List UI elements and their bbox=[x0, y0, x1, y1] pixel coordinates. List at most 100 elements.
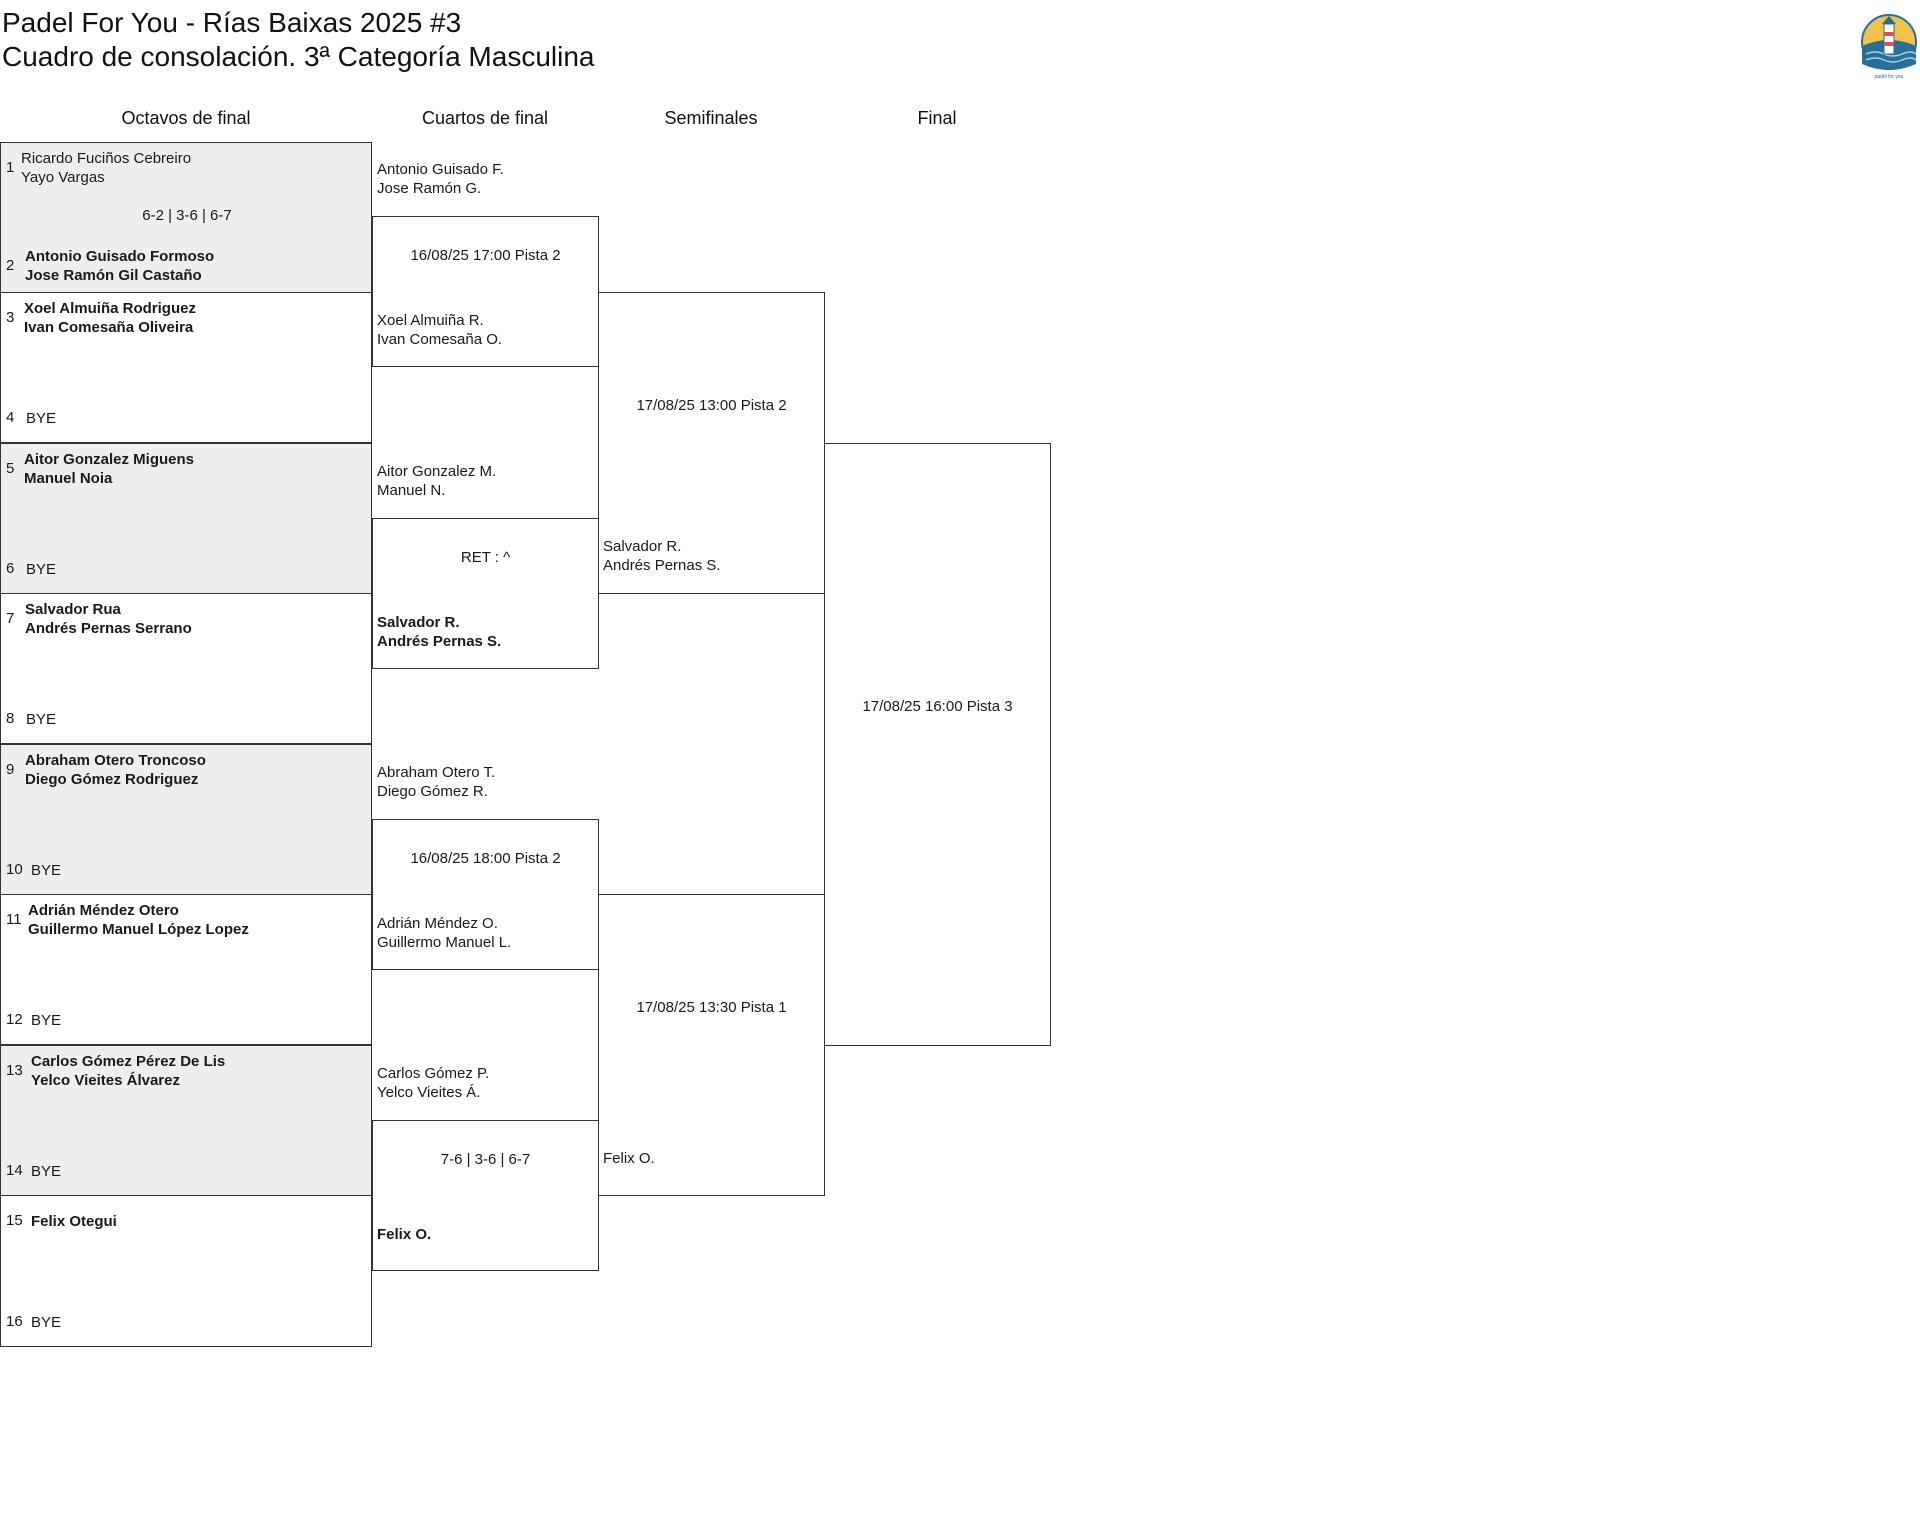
seed-number: 14 bbox=[6, 1162, 23, 1179]
player-name: Guillermo Manuel L. bbox=[377, 934, 512, 951]
sf-team-bottom: Salvador R. Andrés Pernas S. bbox=[603, 537, 721, 575]
octavos-match-2: 3 Xoel Almuiña Rodriguez Ivan Comesaña O… bbox=[0, 292, 372, 443]
round-header-cuartos: Cuartos de final bbox=[421, 108, 549, 128]
seed-number: 10 bbox=[6, 861, 23, 878]
team-top: Adrián Méndez Otero Guillermo Manuel Lóp… bbox=[28, 901, 249, 939]
qf-team-bottom: Xoel Almuiña R. Ivan Comesaña O. bbox=[377, 311, 502, 349]
player-name: Manuel Noia bbox=[24, 470, 113, 487]
player-name: Antonio Guisado Formoso bbox=[25, 248, 215, 265]
qf-team-top: Abraham Otero T. Diego Gómez R. bbox=[377, 763, 495, 801]
team-bottom: BYE bbox=[31, 1163, 62, 1180]
player-name: Xoel Almuiña Rodriguez bbox=[24, 300, 196, 317]
player-name: Aitor Gonzalez M. bbox=[377, 463, 497, 480]
player-name: Salvador R. bbox=[603, 538, 682, 555]
player-name: Salvador R. bbox=[377, 614, 460, 631]
team-bottom: BYE bbox=[31, 1314, 62, 1331]
seed-number: 2 bbox=[6, 257, 15, 274]
seed-number: 8 bbox=[6, 710, 15, 727]
qf-team-bottom: Felix O. bbox=[377, 1226, 432, 1243]
team-top: Ricardo Fuciños Cebreiro Yayo Vargas bbox=[21, 149, 191, 187]
seed-number: 12 bbox=[6, 1011, 23, 1028]
team-top: Felix Otegui bbox=[31, 1213, 117, 1230]
octavos-match-8: 15 Felix Otegui 16 BYE bbox=[0, 1195, 372, 1347]
seed-number: 9 bbox=[6, 761, 15, 778]
player-name: Xoel Almuiña R. bbox=[377, 312, 484, 329]
player-name: Abraham Otero T. bbox=[377, 764, 496, 781]
round-header-semifinales: Semifinales bbox=[664, 108, 758, 128]
team-bottom: BYE bbox=[31, 862, 62, 879]
seed-number: 13 bbox=[6, 1062, 23, 1079]
team-bottom: BYE bbox=[26, 410, 57, 427]
qf-team-bottom: Salvador R. Andrés Pernas S. bbox=[377, 613, 501, 651]
player-name: Diego Gómez Rodriguez bbox=[25, 771, 199, 788]
match-schedule: 17/08/25 13:00 Pista 2 bbox=[636, 397, 787, 414]
player-name: Ivan Comesaña O. bbox=[377, 331, 503, 348]
qf-team-top: Aitor Gonzalez M. Manuel N. bbox=[377, 462, 496, 500]
player-name: Andrés Pernas Serrano bbox=[25, 620, 192, 637]
octavos-match-7: 13 Carlos Gómez Pérez De Lis Yelco Vieit… bbox=[0, 1045, 372, 1196]
player-name: Carlos Gómez P. bbox=[377, 1065, 490, 1082]
player-name: Manuel N. bbox=[377, 482, 446, 499]
semifinal-match-1: 17/08/25 13:00 Pista 2 Salvador R. André… bbox=[598, 292, 825, 594]
player-name: Andrés Pernas S. bbox=[377, 633, 502, 650]
lighthouse-logo-icon: padel for you bbox=[1861, 14, 1917, 80]
seed-number: 5 bbox=[6, 460, 15, 477]
page-subtitle: Cuadro de consolación. 3ª Categoría Masc… bbox=[2, 41, 595, 72]
octavos-match-6: 11 Adrián Méndez Otero Guillermo Manuel … bbox=[0, 894, 372, 1045]
cuartos-match-1: 16/08/25 17:00 Pista 2 Xoel Almuiña R. I… bbox=[372, 216, 599, 367]
seed-number: 15 bbox=[6, 1212, 23, 1229]
player-name: Abraham Otero Troncoso bbox=[25, 752, 206, 769]
match-result: RET : ^ bbox=[460, 549, 511, 566]
team-top: Carlos Gómez Pérez De Lis Yelco Vieites … bbox=[31, 1052, 225, 1090]
sf-team-bottom: Felix O. bbox=[603, 1150, 655, 1167]
player-name: Salvador Rua bbox=[25, 601, 121, 618]
round-header-octavos: Octavos de final bbox=[121, 108, 251, 128]
cuartos-match-2: RET : ^ Salvador R. Andrés Pernas S. bbox=[372, 518, 599, 669]
octavos-match-5: 9 Abraham Otero Troncoso Diego Gómez Rod… bbox=[0, 744, 372, 895]
team-bottom: Antonio Guisado Formoso Jose Ramón Gil C… bbox=[25, 247, 214, 285]
octavos-match-3: 5 Aitor Gonzalez Miguens Manuel Noia 6 B… bbox=[0, 443, 372, 594]
player-name: Guillermo Manuel López Lopez bbox=[28, 921, 249, 938]
cuartos-match-4: 7-6 | 3-6 | 6-7 Felix O. bbox=[372, 1120, 599, 1271]
player-name: Yelco Vieites Álvarez bbox=[31, 1072, 180, 1089]
match-schedule: 16/08/25 18:00 Pista 2 bbox=[410, 850, 561, 867]
qf-team-top: Antonio Guisado F. Jose Ramón G. bbox=[377, 160, 504, 198]
qf-team-top: Carlos Gómez P. Yelco Vieites Á. bbox=[377, 1064, 489, 1102]
player-name: Jose Ramón G. bbox=[377, 180, 482, 197]
seed-number: 3 bbox=[6, 309, 15, 326]
player-name: Ivan Comesaña Oliveira bbox=[24, 319, 194, 336]
team-top: Abraham Otero Troncoso Diego Gómez Rodri… bbox=[25, 751, 206, 789]
match-schedule: 16/08/25 17:00 Pista 2 bbox=[410, 247, 561, 264]
seed-number: 11 bbox=[6, 911, 22, 928]
match-score: 6-2 | 3-6 | 6-7 bbox=[142, 207, 232, 224]
player-name: Aitor Gonzalez Miguens bbox=[24, 451, 195, 468]
team-bottom: BYE bbox=[26, 561, 57, 578]
final-match: 17/08/25 16:00 Pista 3 bbox=[824, 443, 1051, 1046]
seed-number: 1 bbox=[6, 159, 15, 176]
player-name: Ricardo Fuciños Cebreiro bbox=[21, 150, 192, 167]
team-top: Aitor Gonzalez Miguens Manuel Noia bbox=[24, 450, 194, 488]
round-header-final: Final bbox=[917, 108, 957, 128]
team-bottom: BYE bbox=[26, 711, 57, 728]
match-score: 7-6 | 3-6 | 6-7 bbox=[440, 1151, 531, 1168]
player-name: Antonio Guisado F. bbox=[377, 161, 504, 178]
seed-number: 16 bbox=[6, 1313, 23, 1330]
team-bottom: BYE bbox=[31, 1012, 62, 1029]
page-title: Padel For You - Rías Baixas 2025 #3 bbox=[2, 7, 462, 38]
player-name: Diego Gómez R. bbox=[377, 783, 488, 800]
player-name: Andrés Pernas S. bbox=[603, 557, 721, 574]
qf-team-bottom: Adrián Méndez O. Guillermo Manuel L. bbox=[377, 914, 511, 952]
player-name: Yayo Vargas bbox=[21, 169, 105, 186]
svg-text:padel for you: padel for you bbox=[1875, 74, 1904, 80]
octavos-match-4: 7 Salvador Rua Andrés Pernas Serrano 8 B… bbox=[0, 593, 372, 744]
match-schedule: 17/08/25 13:30 Pista 1 bbox=[636, 999, 787, 1016]
semifinal-match-2: 17/08/25 13:30 Pista 1 Felix O. bbox=[598, 894, 825, 1196]
octavos-match-1: 1 Ricardo Fuciños Cebreiro Yayo Vargas 6… bbox=[0, 142, 372, 293]
team-top: Xoel Almuiña Rodriguez Ivan Comesaña Oli… bbox=[24, 299, 196, 337]
seed-number: 7 bbox=[6, 610, 15, 627]
player-name: Adrián Méndez Otero bbox=[28, 902, 179, 919]
cuartos-match-3: 16/08/25 18:00 Pista 2 Adrián Méndez O. … bbox=[372, 819, 599, 970]
team-top: Salvador Rua Andrés Pernas Serrano bbox=[25, 600, 192, 638]
player-name: Carlos Gómez Pérez De Lis bbox=[31, 1053, 226, 1070]
match-schedule: 17/08/25 16:00 Pista 3 bbox=[862, 698, 1013, 715]
